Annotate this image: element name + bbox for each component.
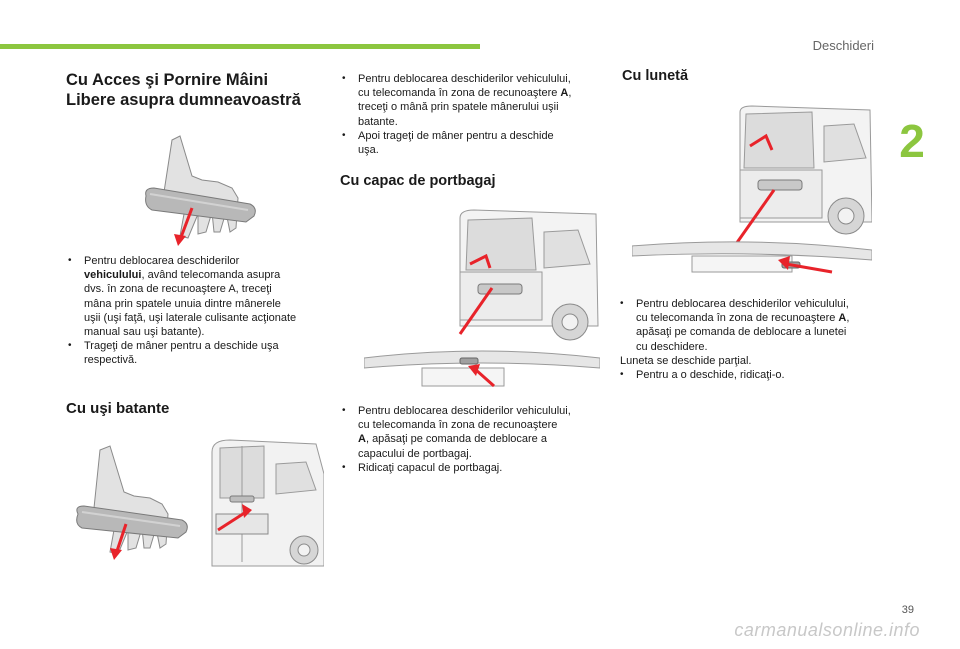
bullet-pull-batante: • Apoi trageţi de mâner pentru a deschid…: [342, 129, 554, 157]
instructions-batante: • Pentru deblocarea deschiderilor vehicu…: [342, 72, 604, 157]
bullet-unlock: • Pentru deblocarea deschiderilor vehicu…: [68, 255, 297, 339]
bullet-unlock-window: • Pentru deblocarea deschiderilor vehicu…: [620, 298, 850, 353]
illustration-van-rear-window: [632, 105, 872, 274]
bullet-pull-handle: • Trageţi de mâner pentru a deschide uşa…: [68, 340, 279, 367]
heading-batante-doors: Cu uşi batante: [66, 400, 170, 417]
illustration-van-batante-rear: [211, 439, 324, 567]
bullet-unlock-tailgate: • Pentru deblocarea deschiderilor vehicu…: [342, 405, 571, 460]
page-number: 39: [901, 604, 914, 616]
chapter-number: 2: [899, 115, 925, 167]
bullet-icon: •: [342, 73, 346, 84]
illustration-hand-batante-handle: [76, 445, 188, 560]
heading-rear-window: Cu lunetă: [622, 68, 689, 84]
watermark-text: carmanualsonline.info: [734, 620, 920, 640]
illustration-van-tailgate: [364, 209, 600, 388]
note-partial-open: Luneta se deschide parţial.: [620, 354, 752, 367]
bullet-raise-tailgate: • Ridicaţi capacul de portbagaj.: [342, 461, 503, 474]
bullet-raise-window: • Pentru a o deschide, ridicaţi-o.: [620, 369, 785, 382]
bullet-icon: •: [620, 298, 624, 309]
bullet-icon: •: [620, 369, 624, 381]
bullet-icon: •: [68, 340, 72, 352]
bullet-icon: •: [342, 405, 346, 416]
heading-tailgate: Cu capac de portbagaj: [340, 173, 496, 189]
instructions-tailgate: • Pentru deblocarea deschiderilor vehicu…: [342, 404, 604, 475]
bullet-icon: •: [68, 255, 72, 266]
illustration-hand-door-handle: [145, 135, 256, 246]
instructions-rear-window: • Pentru deblocarea deschiderilor vehicu…: [620, 297, 882, 382]
instructions-hands-free: • Pentru deblocarea deschiderilor vehicu…: [68, 254, 328, 368]
bullet-icon: •: [342, 129, 346, 141]
section-title: Deschideri: [812, 38, 874, 53]
bullet-unlock-batante: • Pentru deblocarea deschiderilor vehicu…: [342, 73, 572, 128]
heading-hands-free-access: Cu Acces şi Pornire Mâini Libere asupra …: [66, 71, 301, 109]
header-accent-bar: [0, 44, 480, 49]
bullet-icon: •: [342, 461, 346, 473]
